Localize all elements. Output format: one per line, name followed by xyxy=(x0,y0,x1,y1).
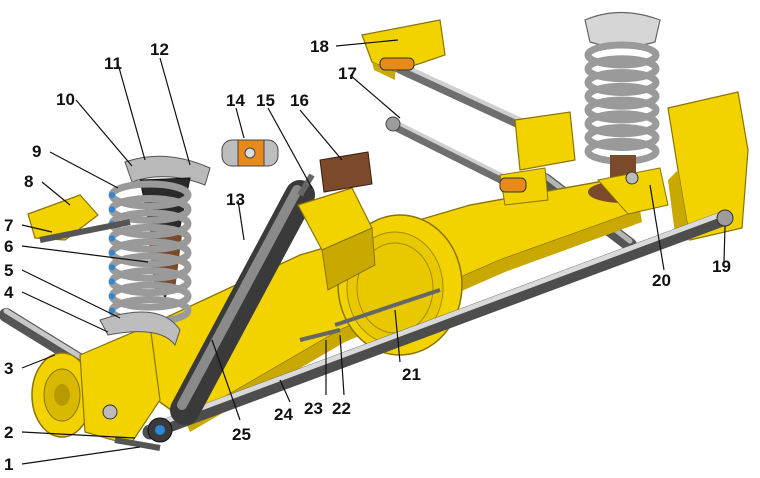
callout-14: 14 xyxy=(226,91,245,110)
callout-1: 1 xyxy=(4,455,13,474)
shock-upper-mount xyxy=(297,151,376,291)
callout-7: 7 xyxy=(4,216,13,235)
spring-coil xyxy=(584,110,660,138)
spring-coil-section xyxy=(109,293,115,300)
lower-rod-bolt xyxy=(102,404,161,451)
callout-10: 10 xyxy=(56,90,75,109)
axle-bracket-upper-rod xyxy=(499,111,576,206)
coil-spring-left-cutaway xyxy=(99,155,211,347)
coil-spring-right xyxy=(584,11,669,215)
spring-coil xyxy=(584,69,660,96)
spring-coil-section xyxy=(109,192,115,198)
spring-coil-section xyxy=(109,264,115,271)
spring-coil-section xyxy=(109,249,115,256)
transverse-panhard-rod xyxy=(142,209,734,440)
callout-13: 13 xyxy=(226,190,245,209)
callout-3: 3 xyxy=(4,359,13,378)
spring-coil xyxy=(584,41,660,69)
callout-8: 8 xyxy=(24,172,33,191)
callout-6: 6 xyxy=(4,237,13,256)
callout-23: 23 xyxy=(304,399,323,418)
spring-coil xyxy=(584,96,660,124)
callout-2: 2 xyxy=(4,423,13,442)
callout-22: 22 xyxy=(332,399,351,418)
callout-9: 9 xyxy=(32,142,41,161)
callout-17: 17 xyxy=(338,64,357,83)
spring-coil-section xyxy=(109,307,115,314)
callout-5: 5 xyxy=(4,261,13,280)
spring-coil-section xyxy=(109,278,115,285)
body-bracket-left xyxy=(27,194,131,243)
spring-coil-section xyxy=(109,206,115,213)
spring-coil xyxy=(584,124,660,151)
spring-coil xyxy=(584,82,660,110)
callout-12: 12 xyxy=(150,40,169,59)
callout-20: 20 xyxy=(652,271,671,290)
callout-25: 25 xyxy=(232,425,251,444)
upper-longitudinal-rod-left xyxy=(385,116,525,193)
leader-lines xyxy=(21,39,726,465)
spring-coil-section xyxy=(109,235,115,242)
callout-21: 21 xyxy=(402,365,421,384)
transverse-rod xyxy=(299,288,441,342)
callout-18: 18 xyxy=(310,37,329,56)
callout-11: 11 xyxy=(104,54,122,73)
callout-19: 19 xyxy=(712,257,731,276)
shock-absorber xyxy=(147,173,315,443)
body-bracket-right-rear xyxy=(667,91,749,242)
callout-24: 24 xyxy=(274,405,293,424)
callout-15: 15 xyxy=(256,91,275,110)
rubber-bushing-inset xyxy=(221,139,279,167)
callout-16: 16 xyxy=(290,91,309,110)
body-bracket-upper-right xyxy=(361,19,446,80)
upper-longitudinal-rod-right xyxy=(394,62,536,134)
spring-coil xyxy=(584,55,660,83)
callout-4: 4 xyxy=(4,283,14,302)
